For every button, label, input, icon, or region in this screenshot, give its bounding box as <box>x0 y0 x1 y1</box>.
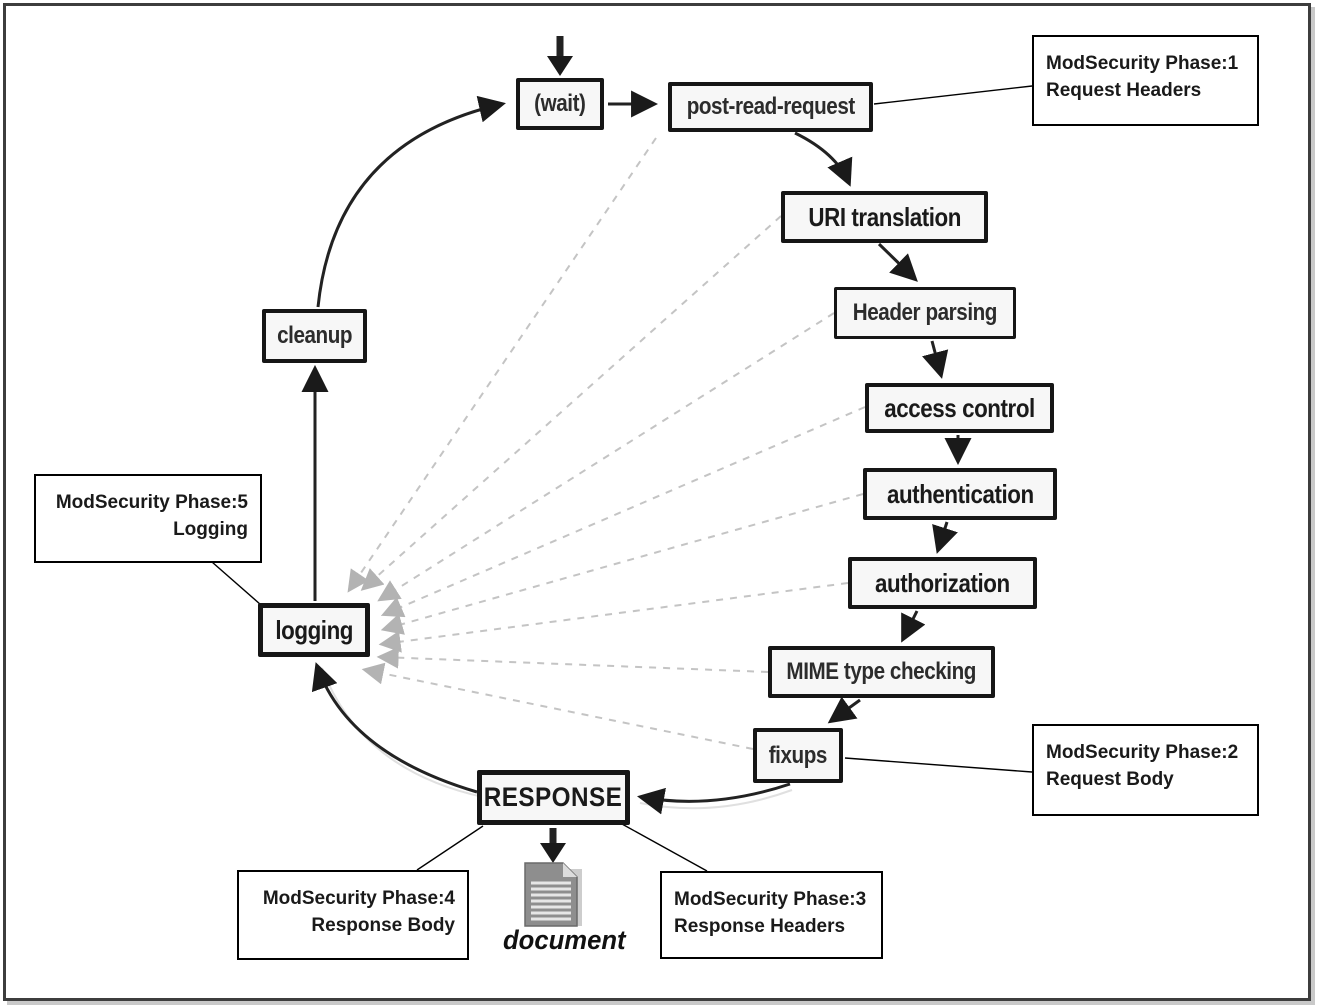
node-post-read-request: post-read-request <box>668 82 873 132</box>
node-label: fixups <box>768 741 828 769</box>
annotation-line2: Logging <box>173 518 248 540</box>
document-icon <box>524 862 582 927</box>
node-cleanup: cleanup <box>262 309 367 363</box>
annotation-phase3: ModSecurity Phase:3 Response Headers <box>660 871 883 959</box>
node-label: MIME type checking <box>786 658 977 685</box>
node-uri-translation: URI translation <box>781 191 988 243</box>
node-label: (wait) <box>534 90 586 117</box>
node-access-control: access control <box>865 383 1054 433</box>
node-wait: (wait) <box>516 78 604 130</box>
node-response: RESPONSE <box>477 770 630 825</box>
annotation-line2: Request Body <box>1046 768 1174 790</box>
annotation-line2: Request Headers <box>1046 79 1202 101</box>
document-label: document <box>503 925 626 955</box>
annotation-line2: Response Headers <box>674 915 846 937</box>
node-label: access control <box>884 392 1035 423</box>
annotation-phase1: ModSecurity Phase:1 Request Headers <box>1032 35 1259 126</box>
node-fixups: fixups <box>753 728 843 783</box>
node-mime-type-checking: MIME type checking <box>768 646 995 698</box>
node-label: Header parsing <box>852 299 998 326</box>
logging-dashed-arrows <box>347 137 866 750</box>
node-label: authentication <box>886 478 1034 509</box>
node-label: cleanup <box>276 322 352 349</box>
node-authorization: authorization <box>848 557 1037 609</box>
annotation-phase2: ModSecurity Phase:2 Request Body <box>1032 724 1259 816</box>
annotation-line1: ModSecurity Phase:2 <box>1046 742 1239 763</box>
node-authentication: authentication <box>863 468 1057 520</box>
annotation-phase4: ModSecurity Phase:4 Response Body <box>237 870 469 960</box>
node-label: post-read-request <box>686 93 855 120</box>
node-label: authorization <box>875 567 1010 598</box>
annotation-connectors <box>211 85 1033 872</box>
annotation-line1: ModSecurity Phase:1 <box>1046 53 1239 74</box>
annotation-line1: ModSecurity Phase:4 <box>262 888 455 909</box>
annotation-line1: ModSecurity Phase:3 <box>674 889 867 910</box>
node-label: RESPONSE <box>484 782 623 812</box>
node-label: URI translation <box>808 201 961 232</box>
annotation-line1: ModSecurity Phase:5 <box>55 492 248 513</box>
annotation-line2: Response Body <box>311 914 455 936</box>
node-logging: logging <box>258 603 370 657</box>
fat-arrowheads <box>540 56 573 863</box>
node-label: logging <box>275 614 353 645</box>
flow-arrows <box>301 36 972 845</box>
annotation-phase5: ModSecurity Phase:5 Logging <box>34 474 262 563</box>
node-header-parsing: Header parsing <box>834 287 1016 339</box>
